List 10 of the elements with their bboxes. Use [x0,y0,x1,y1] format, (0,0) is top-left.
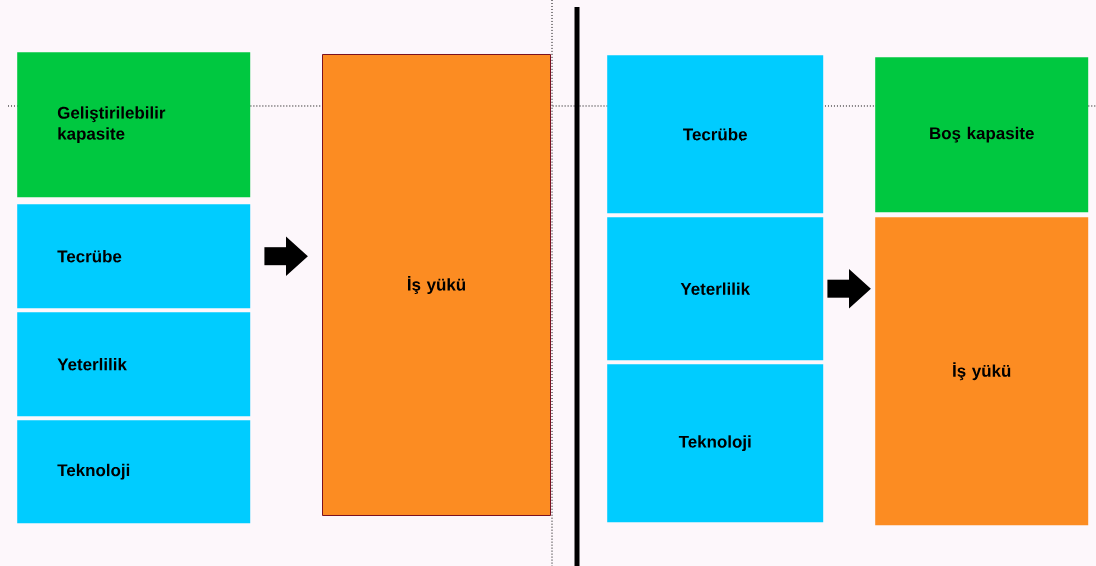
stack-block: Geliştirilebilir kapasite [17,52,251,198]
stack-block: Tecrübe [607,55,824,214]
workload-block: İş yükü [322,54,551,516]
stack-block: Teknoloji [607,364,824,523]
stack-block: Yeterlilik [17,312,251,417]
stack-block: Teknoloji [17,420,251,524]
stack-block: Tecrübe [17,204,251,309]
stack-block: Boş kapasite [875,57,1089,213]
stack-block: Yeterlilik [607,217,824,361]
workload-block: İş yükü [875,217,1089,526]
